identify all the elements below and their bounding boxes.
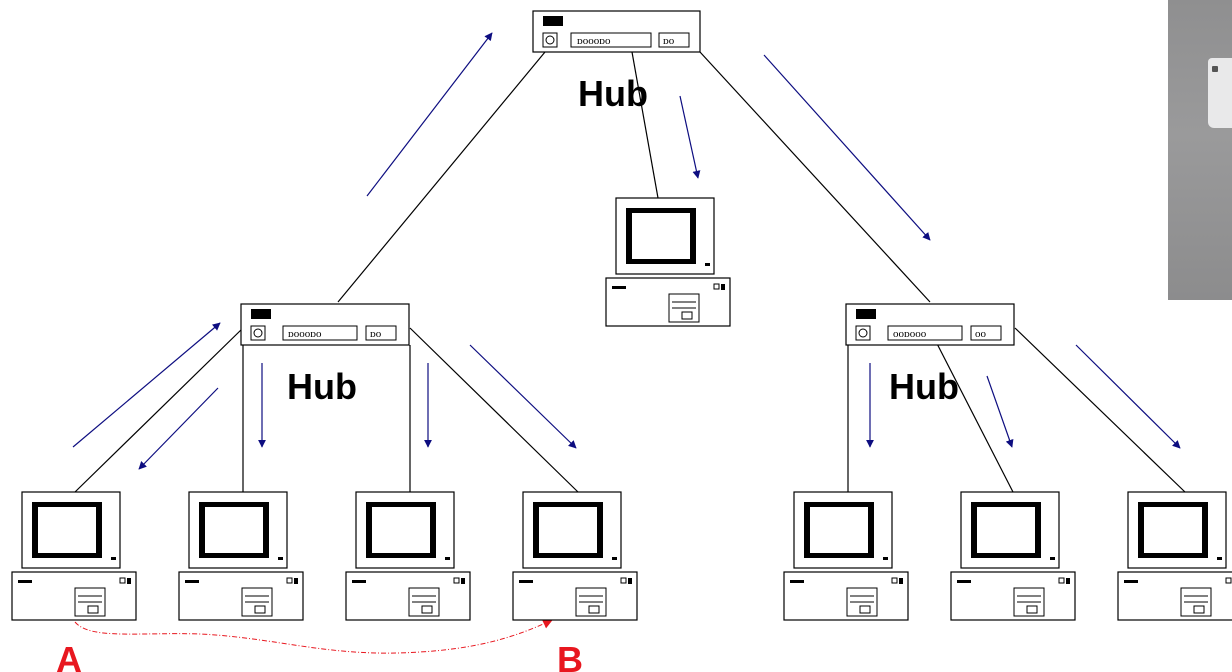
link-lefthub-pc4 [409, 327, 579, 493]
device-photo-blob [1208, 58, 1232, 128]
desktop-computer-icon [345, 491, 471, 621]
arrow-up-to-top-hub [366, 32, 493, 197]
svg-text:ᴅᴏᴏᴏᴅᴏ: ᴅᴏᴏᴏᴅᴏ [577, 34, 611, 47]
desktop-computer-icon [512, 491, 638, 621]
computer-2 [178, 491, 304, 621]
arrow-top-to-right-hub [763, 54, 931, 241]
link-tophub-righthub [699, 51, 931, 303]
desktop-computer-icon [11, 491, 137, 621]
computer-a [11, 491, 137, 621]
svg-text:ᴅᴏ: ᴅᴏ [663, 34, 675, 47]
computer-3 [345, 491, 471, 621]
hub-device-left: ᴅᴏᴏᴏᴅᴏ ᴅᴏ [240, 303, 410, 346]
hub-label-top: Hub [578, 73, 648, 114]
desktop-computer-icon [783, 491, 909, 621]
svg-text:ᴏᴏ: ᴏᴏ [975, 327, 987, 340]
link-righthub-pc6 [929, 329, 1014, 493]
arrow-top-to-computer [679, 95, 701, 179]
arrow-left-hub-to-pc1 [138, 387, 219, 470]
endpoint-label-b: B [557, 639, 583, 672]
desktop-computer-icon [605, 197, 731, 327]
arrow-pc1-to-left-hub [72, 322, 221, 448]
svg-text:ᴅᴏᴏᴏᴅᴏ: ᴅᴏᴏᴏᴅᴏ [288, 327, 322, 340]
desktop-computer-icon [1117, 491, 1232, 621]
computer-5 [783, 491, 909, 621]
link-righthub-pc7 [1014, 327, 1186, 493]
computer-b [512, 491, 638, 621]
hub-label-left: Hub [287, 366, 357, 407]
network-hub-icon: ᴏᴏᴅᴏᴏᴏ ᴏᴏ [845, 303, 1015, 346]
hub-label-right: Hub [889, 366, 959, 407]
computer-top [605, 197, 731, 327]
hub-device-top: ᴅᴏᴏᴏᴅᴏ ᴅᴏ [532, 10, 701, 53]
arrow-left-hub-to-pc4 [469, 344, 577, 449]
computer-7 [1117, 491, 1232, 621]
svg-text:ᴏᴏᴅᴏᴏᴏ: ᴏᴏᴅᴏᴏᴏ [893, 327, 927, 340]
desktop-computer-icon [178, 491, 304, 621]
network-hub-icon: ᴅᴏᴏᴏᴅᴏ ᴅᴏ [532, 10, 701, 53]
network-hub-icon: ᴅᴏᴏᴏᴅᴏ ᴅᴏ [240, 303, 410, 346]
traffic-arrows [72, 32, 1181, 470]
arrow-right-hub-to-pc6 [986, 375, 1014, 448]
link-tophub-lefthub [337, 51, 546, 303]
connection-links [74, 51, 1186, 493]
endpoint-label-a: A [56, 639, 82, 672]
hub-device-right: ᴏᴏᴅᴏᴏᴏ ᴏᴏ [845, 303, 1015, 346]
arrow-right-hub-to-pc7 [1075, 344, 1181, 449]
link-lefthub-pc1 [74, 327, 244, 493]
path-a-to-b [74, 619, 553, 654]
svg-text:ᴅᴏ: ᴅᴏ [370, 327, 382, 340]
computer-6 [950, 491, 1076, 621]
photo-fragment [1168, 0, 1232, 300]
link-tophub-computer [631, 51, 659, 199]
computers [11, 197, 1232, 621]
desktop-computer-icon [950, 491, 1076, 621]
